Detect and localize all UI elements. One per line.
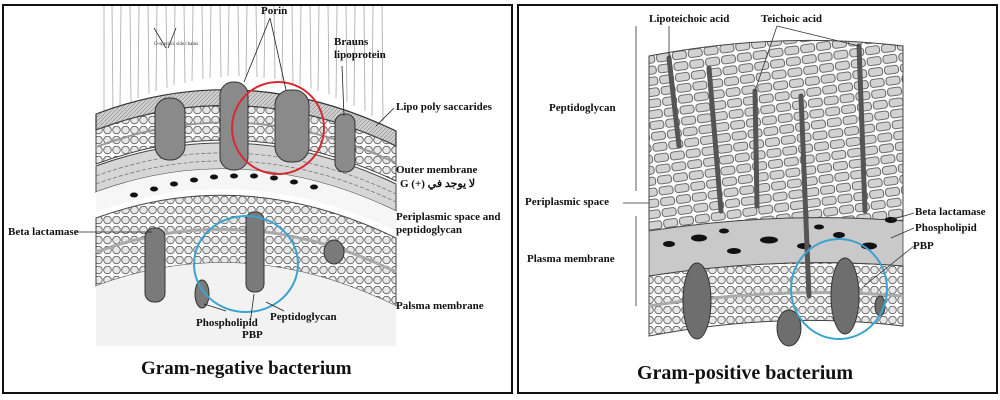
o-specific-label: O-specific side chains bbox=[154, 42, 198, 48]
outer-membrane-label: Outer membrane bbox=[396, 164, 477, 177]
gram-negative-panel: O-specific side chains Porin Brauns lipo… bbox=[2, 4, 513, 394]
lps-label: Lipo poly saccarides bbox=[396, 101, 492, 114]
peptidoglycan-label: Peptidoglycan bbox=[549, 102, 616, 115]
brauns-lipoprotein-label: Brauns lipoprotein bbox=[334, 36, 394, 62]
plasma-membrane-label: Plasma membrane bbox=[527, 253, 615, 266]
periplasmic-peptidoglycan-label: Periplasmic space and peptidoglycan bbox=[396, 211, 508, 237]
gram-negative-caption: Gram-negative bacterium bbox=[141, 358, 352, 380]
not-in-gram-positive-label: G (+) لا يوجد في bbox=[400, 178, 475, 191]
beta-lactamase-label: Beta lactamase bbox=[8, 226, 79, 239]
periplasmic-space-label: Periplasmic space bbox=[525, 196, 609, 209]
beta-lactamase-label: Beta lactamase bbox=[915, 206, 986, 219]
peptidoglycan-label: Peptidoglycan bbox=[270, 311, 337, 324]
lipoteichoic-acid-label: Lipoteichoic acid bbox=[649, 13, 729, 26]
teichoic-acid-label: Teichoic acid bbox=[761, 13, 822, 26]
phospholipid-label: Phospholipid bbox=[915, 222, 977, 235]
porin-label: Porin bbox=[261, 5, 287, 18]
pbp-label: PBP bbox=[913, 240, 934, 253]
gram-positive-caption: Gram-positive bacterium bbox=[637, 362, 853, 385]
plasma-membrane-label: Palsma membrane bbox=[396, 300, 484, 313]
gram-positive-panel: Lipoteichoic acid Teichoic acid Peptidog… bbox=[517, 4, 998, 394]
pbp-label: PBP bbox=[242, 329, 263, 342]
